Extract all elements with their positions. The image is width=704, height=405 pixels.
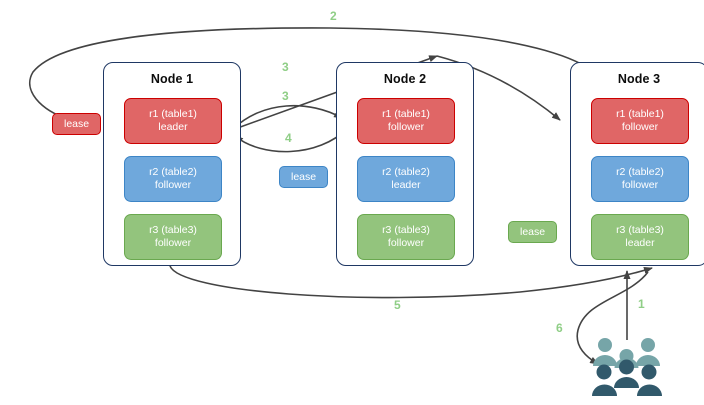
node-1-replica-r2-role: follower [154, 179, 192, 191]
step-label-6: 6 [556, 321, 563, 335]
node-1-replica-r3[interactable]: r3 (table3) follower [124, 214, 222, 260]
edge-5 [169, 265, 653, 299]
node-3-replica-r3-role: leader [625, 237, 655, 249]
node-3-replica-r1-role: follower [621, 121, 659, 133]
node-3-replica-r2[interactable]: r2 (table2) follower [591, 156, 689, 202]
lease-badge-r3[interactable]: lease [508, 221, 558, 243]
node-1-replica-r3-name: r3 (table3) [149, 224, 197, 236]
node-1-replica-r1[interactable]: r1 (table1) leader [124, 98, 222, 144]
step-label-1: 1 [638, 297, 645, 311]
node-3-replica-r1-name: r1 (table1) [616, 108, 664, 120]
node-3-replica-r3[interactable]: r3 (table3) leader [591, 214, 689, 260]
node-1-replica-r1-role: leader [158, 121, 188, 133]
node-3-replica-r2-name: r2 (table2) [616, 166, 664, 178]
node-1-replica-r2[interactable]: r2 (table2) follower [124, 156, 222, 202]
step-label-3b: 3 [282, 89, 289, 103]
node-3-replica-r3-name: r3 (table3) [616, 224, 664, 236]
node-2-replica-r1[interactable]: r1 (table1) follower [357, 98, 455, 144]
step-label-3a: 3 [282, 60, 289, 74]
node-3-replica-r1[interactable]: r1 (table1) follower [591, 98, 689, 144]
node-2-replica-r1-role: follower [387, 121, 425, 133]
node-1-container[interactable]: Node 1 r1 (table1) leader r2 (table2) fo… [103, 62, 241, 266]
lease-badge-r1[interactable]: lease [52, 113, 102, 135]
node-1-replica-r2-name: r2 (table2) [149, 166, 197, 178]
node-2-replica-r3-role: follower [387, 237, 425, 249]
node-3-title: Node 3 [617, 72, 661, 86]
edge-3-arc [231, 104, 343, 131]
node-3-container[interactable]: Node 3 r1 (table1) follower r2 (table2) … [570, 62, 704, 266]
node-3-replica-r2-role: follower [621, 179, 659, 191]
step-label-2: 2 [330, 9, 337, 23]
node-2-replica-r1-name: r1 (table1) [382, 108, 430, 120]
node-2-replica-r3[interactable]: r3 (table3) follower [357, 214, 455, 260]
lease-badge-r2[interactable]: lease [279, 166, 329, 188]
node-1-replica-r3-role: follower [154, 237, 192, 249]
node-2-replica-r2[interactable]: r2 (table2) leader [357, 156, 455, 202]
node-2-replica-r3-name: r3 (table3) [382, 224, 430, 236]
node-2-title: Node 2 [383, 72, 427, 86]
node-2-container[interactable]: Node 2 r1 (table1) follower r2 (table2) … [336, 62, 474, 266]
node-2-replica-r2-name: r2 (table2) [382, 166, 430, 178]
step-label-5: 5 [394, 298, 401, 312]
node-2-replica-r2-role: leader [391, 179, 421, 191]
step-label-4: 4 [285, 131, 292, 145]
node-1-replica-r1-name: r1 (table1) [149, 108, 197, 120]
node-1-title: Node 1 [150, 72, 194, 86]
people-group-icon [592, 338, 662, 396]
